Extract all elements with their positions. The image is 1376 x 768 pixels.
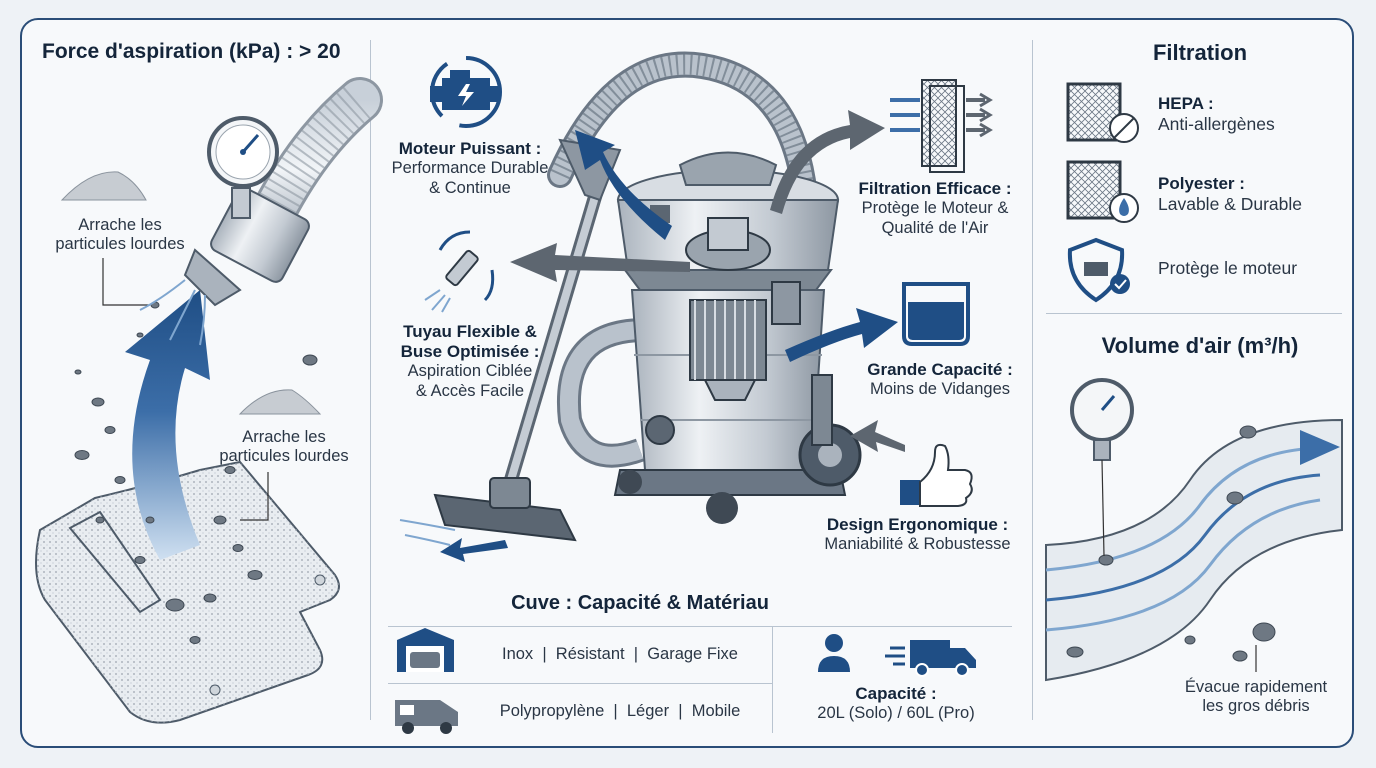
gauge-nozzle-illustration [139,77,383,346]
vacuum-cleaner-illustration [399,51,862,546]
feature-hose: Tuyau Flexible & Buse Optimisée : Aspira… [380,322,560,401]
tank-capacity-title: Capacité : [855,684,937,703]
feature-filtration-line2: Qualité de l'Air [881,218,989,237]
suction-title: Force d'aspiration (kPa) : > 20 [42,40,341,63]
arrow-motor [575,130,672,240]
engine-icon-graphic [430,56,502,128]
pressure-gauge-icon [1068,376,1136,462]
feature-capacity: Grande Capacité : Moins de Vidanges [850,360,1030,400]
feature-hose-title-line1: Tuyau Flexible & [403,322,537,341]
feature-hose-line2: & Accès Facile [415,381,525,400]
delivery-truck-icon [884,636,978,678]
tank-table [388,626,773,733]
tank-title: Cuve : Capacité & Matériau [511,592,769,614]
hepa-filter-icon [1066,82,1142,144]
van-icon-graphic [395,700,458,734]
shield-engine-icon [1066,238,1132,302]
feature-filtration-title: Filtration Efficace : [858,179,1012,198]
suction-label-top: Arrache les particules lourdes [40,216,200,255]
feature-ergonomic-title: Design Ergonomique : [826,515,1009,534]
filtration-item-motor-desc: Protège le moteur [1158,258,1298,278]
suction-label-bottom-line2: particules lourdes [219,447,349,466]
garage-icon [395,626,457,678]
feature-filtration: Filtration Efficace : Protège le Moteur … [840,179,1030,238]
thumbs-up-icon-graphic [900,443,973,507]
van-icon [393,692,461,734]
dust-pile-top [60,171,147,201]
suction-label-top-line1: Arrache les [78,216,162,234]
filtration-item-hepa-title: HEPA : [1158,94,1214,113]
tank-table-row-divider [388,683,772,684]
feature-motor: Moteur Puissant : Performance Durable & … [368,139,572,198]
divider-right [1032,40,1033,720]
airflow-title: Volume d'air (m³/h) [1101,333,1299,358]
feature-motor-line1: Performance Durable [391,159,549,178]
feature-hose-title-line2: Buse Optimisée : [400,342,540,362]
feature-capacity-line1: Moins de Vidanges [869,380,1011,399]
person-icon [814,632,854,674]
filtration-item-polyester-title: Polyester : [1158,174,1245,193]
suction-arrow [125,290,210,560]
carpet-mat-illustration [35,460,340,724]
polyester-filter-icon [1066,160,1142,222]
airflow-label: Évacue rapidement les gros débris [1170,678,1342,717]
divider-left [370,40,371,720]
feature-capacity-title: Grande Capacité : [867,360,1013,379]
arrow-hose [510,243,690,282]
polyester-filter-icon-graphic [1066,160,1139,223]
person-icon-graphic [818,634,850,672]
tank-table-top-right [772,626,1012,627]
shield-engine-icon-graphic [1067,237,1130,303]
tank-capacity: Capacité : 20L (Solo) / 60L (Pro) [780,684,1012,724]
divider-right-horizontal [1046,313,1342,314]
arrow-ergonomic [850,420,905,452]
tank-row-1: Inox | Résistant | Garage Fixe [501,645,738,663]
feature-ergonomic: Design Ergonomique : Maniabilité & Robus… [805,515,1030,555]
garage-icon-graphic [397,628,454,672]
beaker-icon-graphic [902,282,970,346]
tank-row-2: Polypropylène | Léger | Mobile [499,702,741,720]
feature-filtration-line1: Protège le Moteur & [861,199,1009,218]
airflow-arrow-icon [1298,428,1342,468]
feature-motor-line2: & Continue [429,178,511,197]
airflow-label-line1: Évacue rapidement [1184,678,1328,696]
filtration-item-polyester: Polyester : Lavable & Durable [1158,174,1338,215]
nozzle-icon-graphic [424,230,495,313]
truck-icon-graphic [885,640,976,677]
dust-pile-bottom [238,389,322,415]
filtration-item-polyester-desc: Lavable & Durable [1158,194,1302,215]
filtration-item-hepa: HEPA : Anti-allergènes [1158,94,1338,135]
feature-hose-line1: Aspiration Ciblée [407,362,533,381]
filtration-panel-title: Filtration [1152,40,1248,65]
debris-particles [74,301,318,644]
tank-capacity-value: 20L (Solo) / 60L (Pro) [817,704,975,723]
airflow-label-line2: les gros débris [1202,697,1310,716]
filter-flow-icon-graphic [890,79,993,173]
feature-motor-title: Moteur Puissant : [398,139,542,158]
filtration-item-hepa-desc: Anti-allergènes [1158,114,1275,135]
suction-label-top-line2: particules lourdes [55,235,185,254]
arrow-capacity [785,308,898,362]
airflow-pipe-illustration [1045,378,1343,682]
hepa-filter-icon-graphic [1066,82,1139,143]
suction-label-bottom-line1: Arrache les [242,428,326,446]
feature-ergonomic-line1: Maniabilité & Robustesse [824,535,1011,554]
suction-label-bottom: Arrache les particules lourdes [200,428,368,467]
arrow-filtration [770,110,885,214]
arrow-floor [440,538,508,562]
